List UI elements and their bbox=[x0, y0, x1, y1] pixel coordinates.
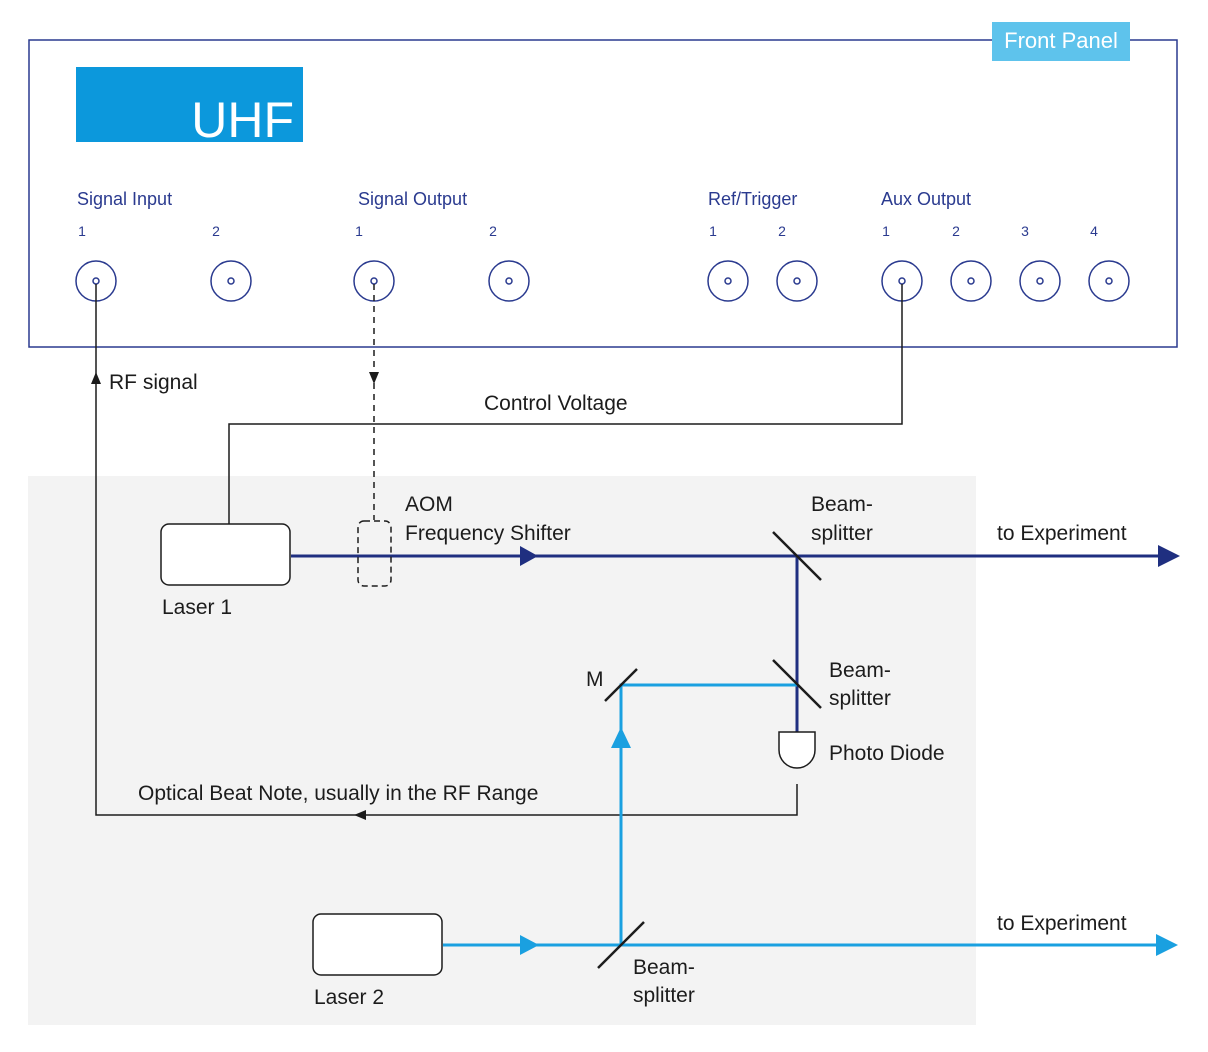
signal-input-port-number: 2 bbox=[212, 223, 220, 239]
laser2-reference-arrow-icon bbox=[611, 727, 631, 748]
beamsplitter-top bbox=[772, 531, 822, 581]
to-experiment-2-label: to Experiment bbox=[997, 912, 1127, 935]
control-voltage-label: Control Voltage bbox=[484, 392, 628, 415]
beamsplitter-middle-label: Beam- bbox=[829, 659, 891, 682]
aux-output-port-number: 1 bbox=[882, 223, 890, 239]
beamsplitter-middle-label-2: splitter bbox=[829, 687, 891, 710]
front-panel-badge bbox=[992, 22, 1130, 61]
uhf-logo bbox=[76, 67, 303, 142]
control-voltage-cable bbox=[228, 284, 903, 524]
mirror-label: M bbox=[586, 668, 604, 691]
aux-output-port-number: 2 bbox=[952, 223, 960, 239]
laser2-box bbox=[312, 913, 443, 976]
beamsplitter-middle bbox=[772, 659, 822, 709]
beamsplitter-bottom-label-2: splitter bbox=[633, 984, 695, 1007]
laser2-beam-arrow-icon bbox=[520, 935, 539, 955]
signal-output-2-connector[interactable] bbox=[488, 260, 530, 302]
beamsplitter-top-label-2: splitter bbox=[811, 522, 873, 545]
signal-output-label: Signal Output bbox=[358, 189, 467, 209]
rf-signal-arrow-icon bbox=[91, 372, 101, 384]
ref-trigger-label: Ref/Trigger bbox=[708, 189, 797, 209]
beat-note-label: Optical Beat Note, usually in the RF Ran… bbox=[138, 782, 538, 805]
photo-diode bbox=[778, 731, 816, 769]
beat-note-arrow-icon bbox=[354, 810, 366, 820]
aux-output-port-number: 4 bbox=[1090, 223, 1098, 239]
laser1-beam-arrow-icon bbox=[520, 546, 538, 566]
to-experiment-2-arrow-icon bbox=[1156, 934, 1178, 956]
beamsplitter-top-label: Beam- bbox=[811, 493, 873, 516]
photo-diode-label: Photo Diode bbox=[829, 742, 945, 765]
beamsplitter-bottom bbox=[597, 921, 645, 969]
signal-output-arrow-icon bbox=[369, 372, 379, 384]
ref-trigger-port-number: 2 bbox=[778, 223, 786, 239]
laser1-box bbox=[160, 523, 291, 586]
laser2-label: Laser 2 bbox=[314, 986, 384, 1009]
signal-output-port-number: 2 bbox=[489, 223, 497, 239]
frequency-shifter-label: Frequency Shifter bbox=[405, 522, 571, 545]
rf-signal-label: RF signal bbox=[109, 371, 198, 394]
ref-trigger-2-connector[interactable] bbox=[776, 260, 818, 302]
signal-output-1-connector[interactable] bbox=[353, 260, 395, 302]
ref-trigger-port-number: 1 bbox=[709, 223, 717, 239]
rf-signal-cable bbox=[95, 284, 798, 816]
front-panel-frame bbox=[28, 39, 1178, 348]
uhf-logo-text: UHF bbox=[191, 92, 294, 148]
aux-output-2-connector[interactable] bbox=[950, 260, 992, 302]
signal-input-port-number: 1 bbox=[78, 223, 86, 239]
mirror-m bbox=[604, 668, 638, 702]
aom-frequency-shifter bbox=[357, 520, 392, 587]
aux-output-port-number: 3 bbox=[1021, 223, 1029, 239]
laser1-label: Laser 1 bbox=[162, 596, 232, 619]
aux-output-3-connector[interactable] bbox=[1019, 260, 1061, 302]
beamsplitter-bottom-label: Beam- bbox=[633, 956, 695, 979]
aux-output-label: Aux Output bbox=[881, 189, 971, 209]
to-experiment-1-arrow-icon bbox=[1158, 545, 1180, 567]
aom-label: AOM bbox=[405, 493, 453, 516]
signal-output-port-number: 1 bbox=[355, 223, 363, 239]
signal-input-2-connector[interactable] bbox=[210, 260, 252, 302]
to-experiment-1-label: to Experiment bbox=[997, 522, 1127, 545]
signal-input-1-connector[interactable] bbox=[75, 260, 117, 302]
aux-output-4-connector[interactable] bbox=[1088, 260, 1130, 302]
front-panel-badge-text: Front Panel bbox=[1004, 28, 1118, 53]
ref-trigger-1-connector[interactable] bbox=[707, 260, 749, 302]
signal-input-label: Signal Input bbox=[77, 189, 172, 209]
